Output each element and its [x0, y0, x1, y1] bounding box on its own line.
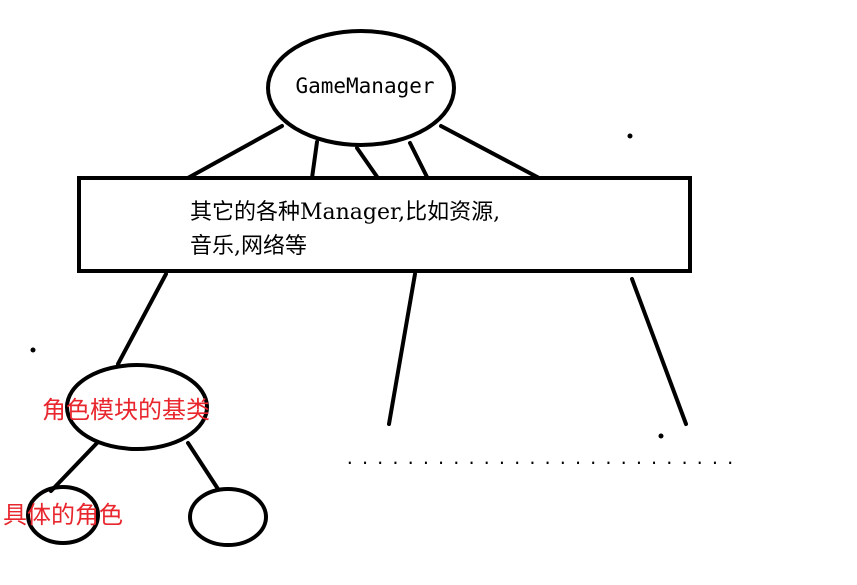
- managers-box: [77, 176, 692, 273]
- connector-line: [175, 124, 284, 186]
- managers-box-line2: 音乐,网络等: [190, 234, 307, 259]
- ellipsis-dots: ..........................: [345, 449, 735, 468]
- connector-line: [355, 146, 382, 183]
- connector-line: [116, 272, 168, 366]
- stray-dot: [30, 347, 36, 353]
- stray-dot: [627, 133, 633, 139]
- connector-line: [310, 140, 319, 180]
- managers-box-line1: 其它的各种Manager,比如资源,: [190, 200, 500, 225]
- connector-line: [630, 277, 688, 426]
- stray-dot: [658, 433, 664, 439]
- role-base-label: 角色模块的基类: [42, 396, 210, 424]
- role-base-node: [65, 363, 209, 451]
- connector-line: [387, 272, 417, 426]
- box-connectors: [116, 272, 688, 426]
- connector-line: [49, 441, 99, 493]
- concrete-role-label: 具体的角色: [3, 501, 123, 529]
- connector-line: [186, 441, 220, 491]
- empty-role-node: [188, 487, 268, 547]
- child-connectors: [49, 441, 220, 493]
- game-manager-node: [266, 29, 456, 147]
- game-manager-label: GameManager: [295, 74, 434, 98]
- concrete-role-node: [26, 485, 100, 545]
